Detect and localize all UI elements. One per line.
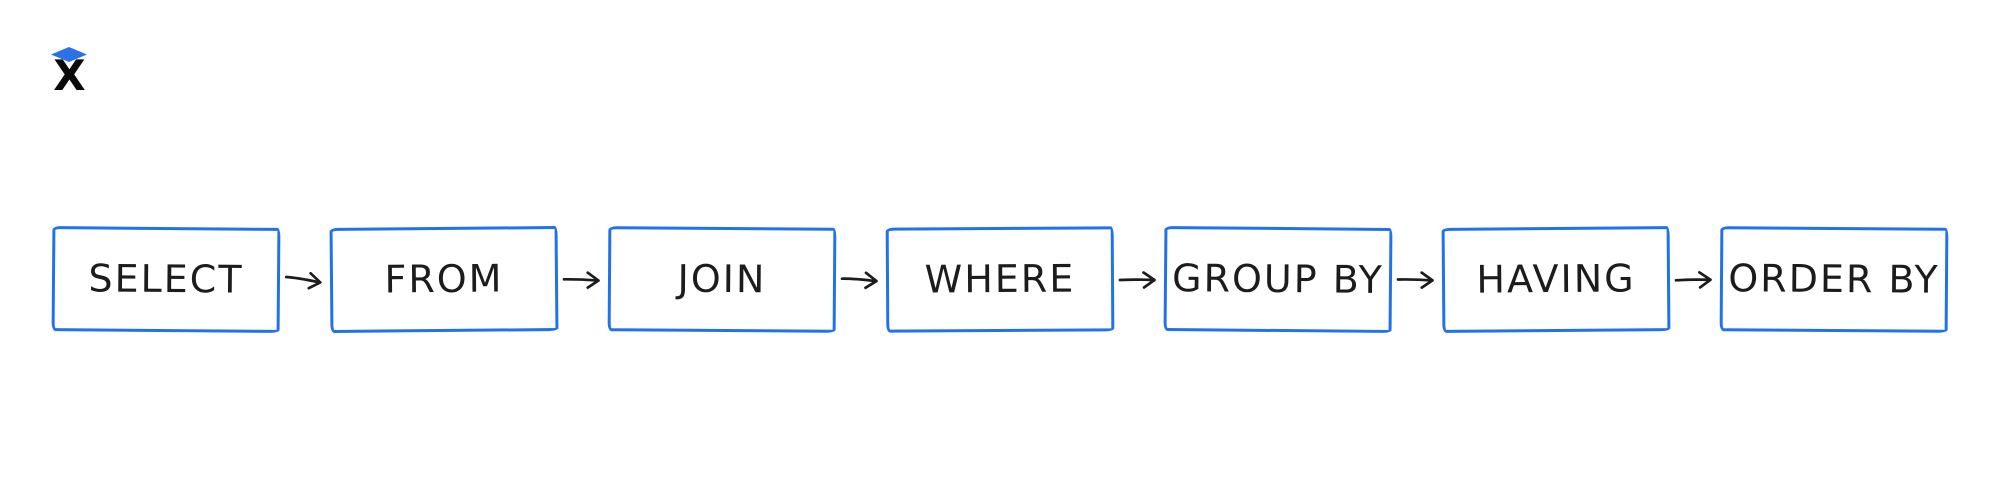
- flow-box-label: WHERE: [924, 256, 1076, 301]
- arrow-right-icon: [1392, 265, 1443, 294]
- arrow-right-icon: [278, 262, 332, 297]
- arrow-right-icon: [1670, 265, 1720, 294]
- flow-box-label: SELECT: [88, 255, 244, 302]
- flow-box-label: GROUP BY: [1171, 255, 1385, 302]
- flow-box-join: JOIN: [607, 226, 837, 333]
- flow-box-label: FROM: [384, 255, 504, 302]
- arrow-right-icon: [558, 265, 609, 295]
- flow-box-select: SELECT: [51, 226, 281, 333]
- arrow-right-icon: [835, 264, 887, 295]
- flow-box-from: FROM: [329, 226, 559, 333]
- flow-box-group-by: GROUP BY: [1163, 226, 1393, 333]
- flow-box-label: ORDER BY: [1728, 255, 1940, 302]
- flow-box-label: JOIN: [677, 256, 767, 301]
- diamond-icon: [51, 47, 87, 62]
- flow-box-where: WHERE: [885, 226, 1115, 333]
- logo: X: [50, 47, 88, 100]
- flow-box-order-by: ORDER BY: [1719, 226, 1949, 333]
- sql-clause-order-flow: SELECT FROM JOIN WHE: [51, 226, 1949, 333]
- arrow-right-icon: [1114, 266, 1164, 294]
- flow-box-having: HAVING: [1441, 226, 1671, 333]
- logo-letter: X: [53, 51, 85, 100]
- flow-box-label: HAVING: [1476, 255, 1636, 302]
